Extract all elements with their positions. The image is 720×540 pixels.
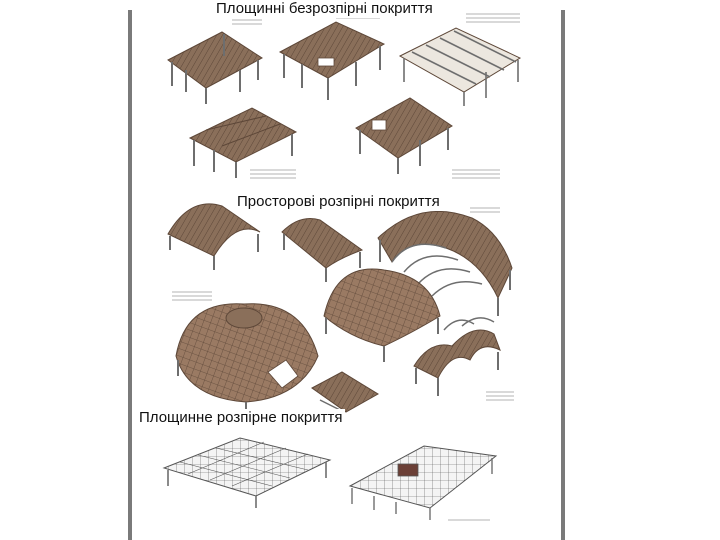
arched-hall-drawing-3 xyxy=(377,207,513,316)
section-heading-flat-thrust: Площинне розпірне покриття xyxy=(136,409,346,427)
shell-drawing-2 xyxy=(281,218,364,282)
section-heading-flat-non-thrust: Площинні безрозпірні покриття xyxy=(213,0,436,18)
space-frame-grid-drawing-1 xyxy=(162,437,332,508)
sawtooth-roof-drawing-4 xyxy=(188,107,298,179)
beam-roof-drawing-1 xyxy=(167,15,263,104)
grid-roof-drawing-5 xyxy=(355,97,500,179)
large-dome-drawing-5 xyxy=(172,291,319,414)
multi-vault-drawing-7 xyxy=(413,317,514,401)
section-heading-spatial-thrust: Просторові розпірні покриття xyxy=(234,193,443,211)
truss-roof-drawing-2 xyxy=(278,13,386,100)
frame-roof-drawing-3 xyxy=(398,13,522,106)
dome-shell-drawing-4 xyxy=(323,268,441,362)
page-edge-left xyxy=(128,10,132,540)
cable-net-roof-drawing-2 xyxy=(348,445,498,521)
page-edge-right xyxy=(561,10,565,540)
vault-drawing-1 xyxy=(167,203,261,270)
